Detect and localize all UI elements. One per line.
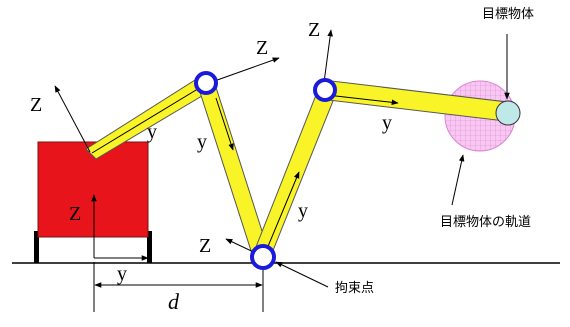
joint-elbow: [313, 78, 337, 102]
label-target-object: 目標物体: [482, 7, 534, 22]
label-target-trajectory: 目標物体の軌道: [440, 214, 531, 230]
label-constraint-point: 拘束点: [335, 281, 374, 296]
link-2: [197, 80, 271, 261]
joint-constraint: [250, 244, 276, 270]
link-4-axis-y: [326, 94, 399, 106]
joint2-axis-z: [205, 57, 280, 85]
link-3: [253, 89, 336, 259]
target-object: [495, 100, 521, 126]
link-2-axis-y: [215, 97, 234, 151]
link-3-axis-y: [263, 171, 300, 257]
joint1-axis-z: [54, 85, 91, 153]
label-base-y: y: [117, 263, 127, 285]
link-1-axis-y: [91, 83, 207, 154]
label-joint3-z: Z: [308, 19, 320, 41]
link-1: [85, 74, 213, 160]
label-link1-y: y: [147, 121, 157, 143]
label-joint4-z: Z: [199, 235, 211, 257]
label-joint1-z: Z: [30, 94, 42, 116]
base-wheel-right: [147, 231, 152, 263]
trajectory-pointer: [451, 154, 465, 206]
label-joint2-z: Z: [256, 37, 268, 59]
label-link4-y: y: [382, 112, 392, 134]
label-link3-y: y: [298, 200, 308, 222]
constraint-pointer: [275, 261, 329, 288]
joint-shoulder: [194, 71, 218, 95]
label-distance: d: [168, 289, 180, 314]
base-wheel-left: [34, 231, 39, 263]
label-base-z: Z: [69, 203, 81, 225]
mobile-base: [37, 141, 149, 238]
label-link2-y: y: [197, 131, 207, 153]
